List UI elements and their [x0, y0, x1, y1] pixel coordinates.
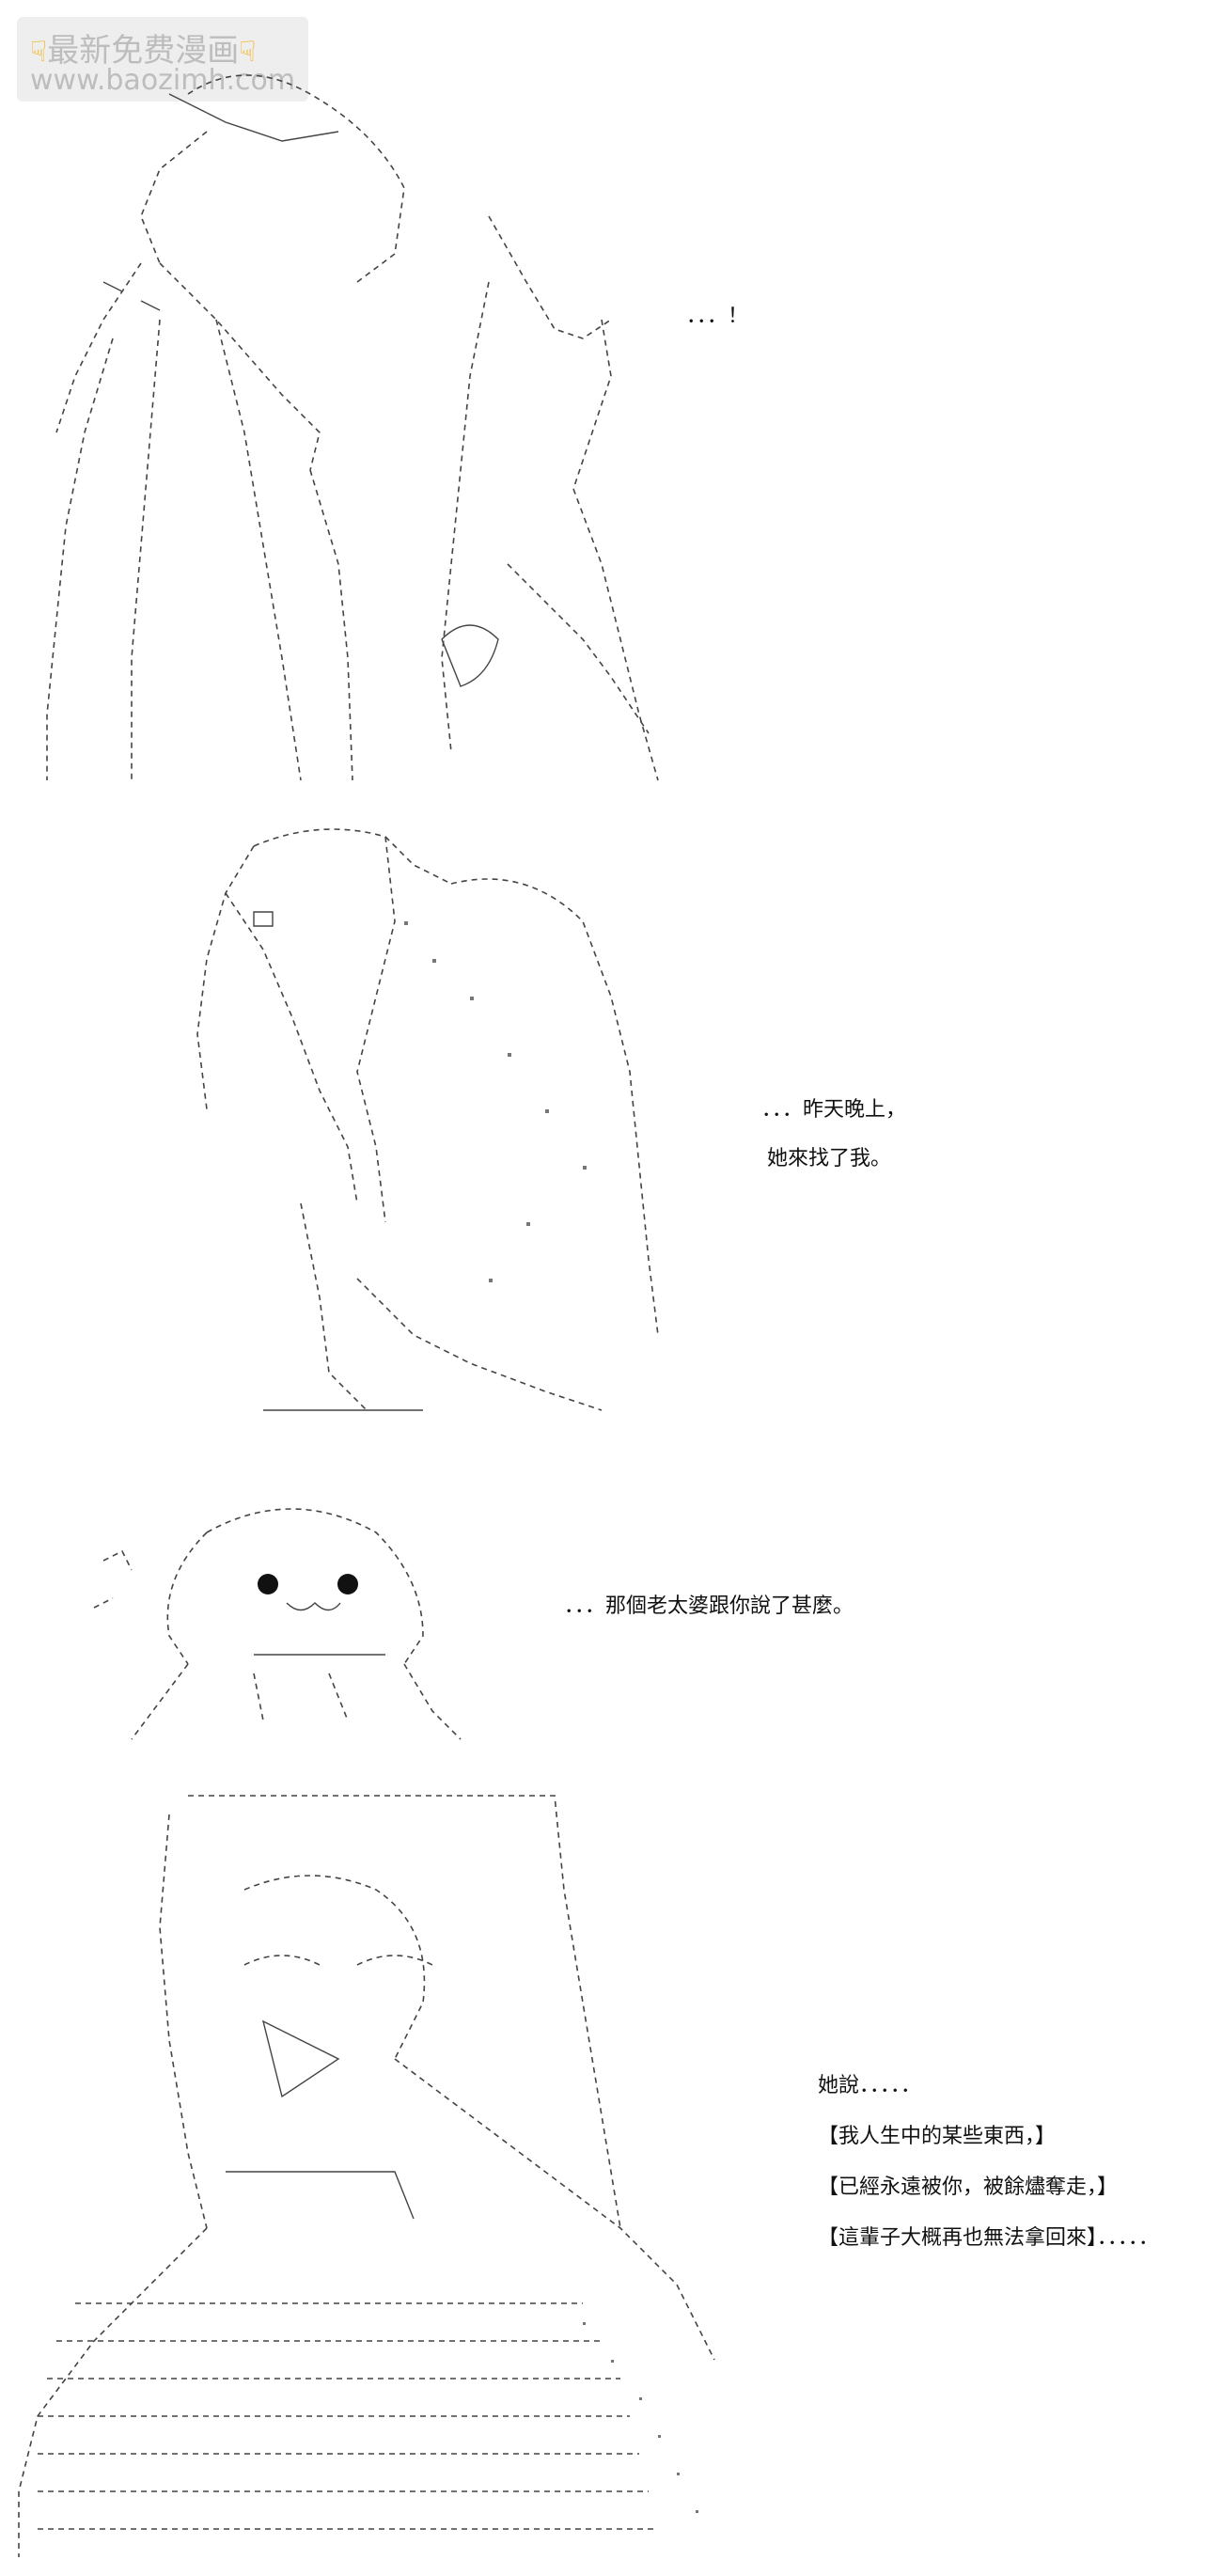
- ascii-art-figures-standing: [46, 74, 659, 781]
- panel-3-art: [66, 1476, 498, 1758]
- ascii-art-figure-seated: [196, 828, 659, 1411]
- speech-line: ．．．！: [686, 305, 749, 328]
- watermark-url: www.baozimh.com: [30, 64, 296, 97]
- speech-line: ．．．昨天晚上，: [761, 1098, 907, 1122]
- speech-line: 【我人生中的某些東西，】: [818, 2125, 1057, 2148]
- ascii-art-creature: [93, 1508, 462, 1740]
- speech-line: 【已經永遠被你，被餘燼奪走，】: [818, 2175, 1119, 2199]
- speech-line: ．．．那個老太婆跟你說了甚麼。: [564, 1594, 854, 1618]
- panel-2-art: [169, 809, 714, 1448]
- watermark: ☟最新免费漫画☟ www.baozimh.com: [17, 17, 308, 102]
- pointing-hand-icon: ☟: [239, 36, 257, 69]
- ascii-art-robed-figure: [18, 1795, 715, 2557]
- speech-line: 她說．．．．．: [818, 2074, 922, 2097]
- speech-line: 【這輩子大概再也無法拿回來】．．．．．: [818, 2226, 1160, 2250]
- speech-line: 她來找了我。: [767, 1147, 892, 1170]
- panel-1-art: [0, 38, 714, 790]
- pointing-hand-icon: ☟: [30, 36, 48, 69]
- watermark-title: ☟最新免费漫画☟: [30, 32, 257, 70]
- panel-4-art: [0, 1777, 733, 2567]
